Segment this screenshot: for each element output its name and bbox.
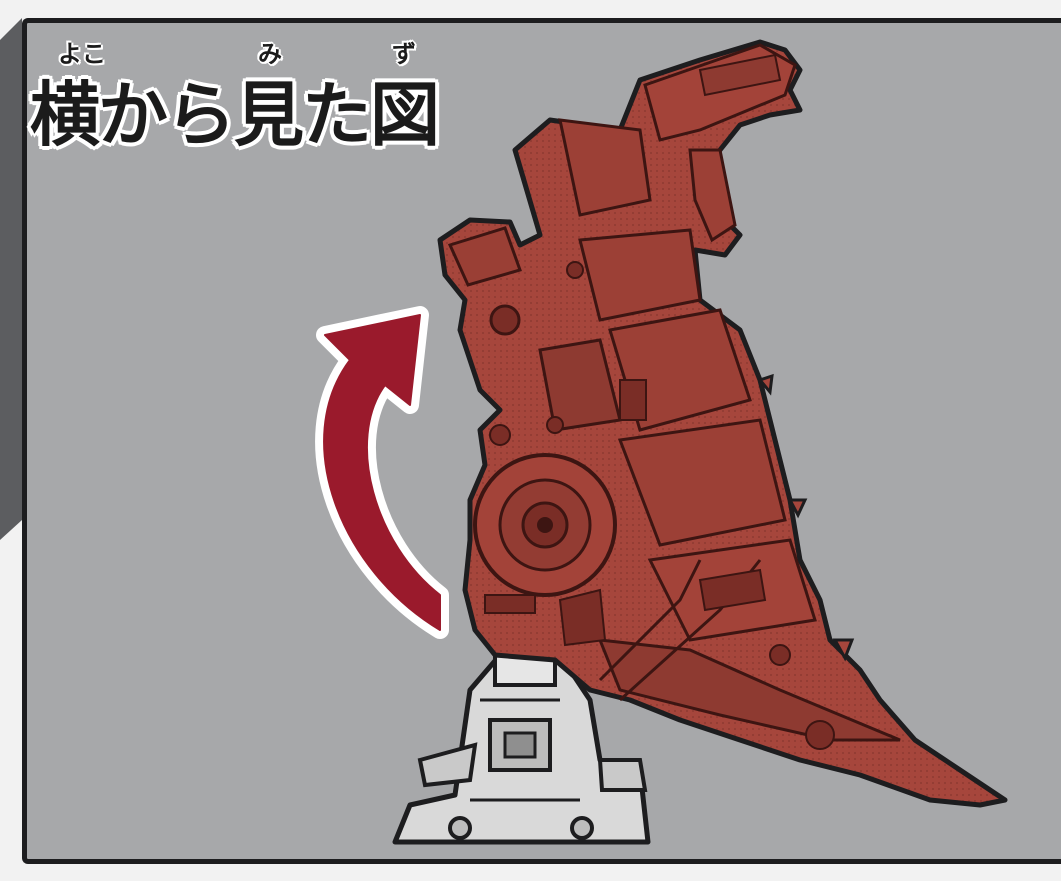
- view-caption: よこ み ず 横から見た図: [29, 40, 450, 172]
- ruby-zu: ず: [392, 40, 416, 68]
- ruby-mi: み: [258, 40, 282, 68]
- ruby-yoko: よこ: [58, 40, 106, 68]
- caption-title: 横から見た図: [29, 74, 441, 156]
- rotation-arrow: [315, 306, 449, 639]
- robot-body: [437, 39, 1008, 808]
